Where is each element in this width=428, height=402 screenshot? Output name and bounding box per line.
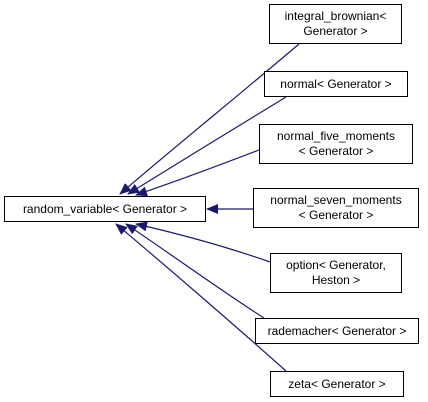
node-integral-brownian[interactable]: integral_brownian< Generator > — [269, 4, 402, 44]
node-label-line: < Generator > — [298, 144, 374, 158]
node-label-line: Heston > — [311, 273, 361, 287]
node-normal-seven-moments[interactable]: normal_seven_moments < Generator > — [253, 188, 419, 228]
edge-integral-brownian — [119, 43, 300, 195]
edge-rademacher — [125, 223, 265, 319]
edge-option — [135, 221, 271, 263]
node-label-line: Generator > — [303, 24, 368, 38]
edge-normal — [127, 96, 287, 195]
base-class-label: random_variable< Generator > — [22, 201, 188, 216]
node-normal[interactable]: normal< Generator > — [264, 71, 408, 97]
node-rademacher[interactable]: rademacher< Generator > — [255, 318, 419, 344]
node-label-line: integral_brownian< — [284, 9, 387, 23]
node-label-line: normal_seven_moments — [270, 193, 402, 207]
node-label-line: option< Generator, — [286, 258, 386, 272]
node-zeta[interactable]: zeta< Generator > — [270, 371, 404, 397]
node-label-line: < Generator > — [298, 208, 374, 222]
edge-zeta — [115, 223, 287, 372]
edge-normal-five-moments — [135, 149, 260, 197]
node-label-line: zeta< Generator > — [288, 376, 386, 391]
node-label-line: rademacher< Generator > — [267, 323, 407, 338]
base-class-node[interactable]: random_variable< Generator > — [4, 196, 206, 222]
node-option[interactable]: option< Generator, Heston > — [270, 253, 402, 293]
node-label-line: normal< Generator > — [280, 76, 392, 91]
node-label-line: normal_five_moments — [276, 129, 396, 143]
node-normal-five-moments[interactable]: normal_five_moments < Generator > — [259, 124, 413, 164]
